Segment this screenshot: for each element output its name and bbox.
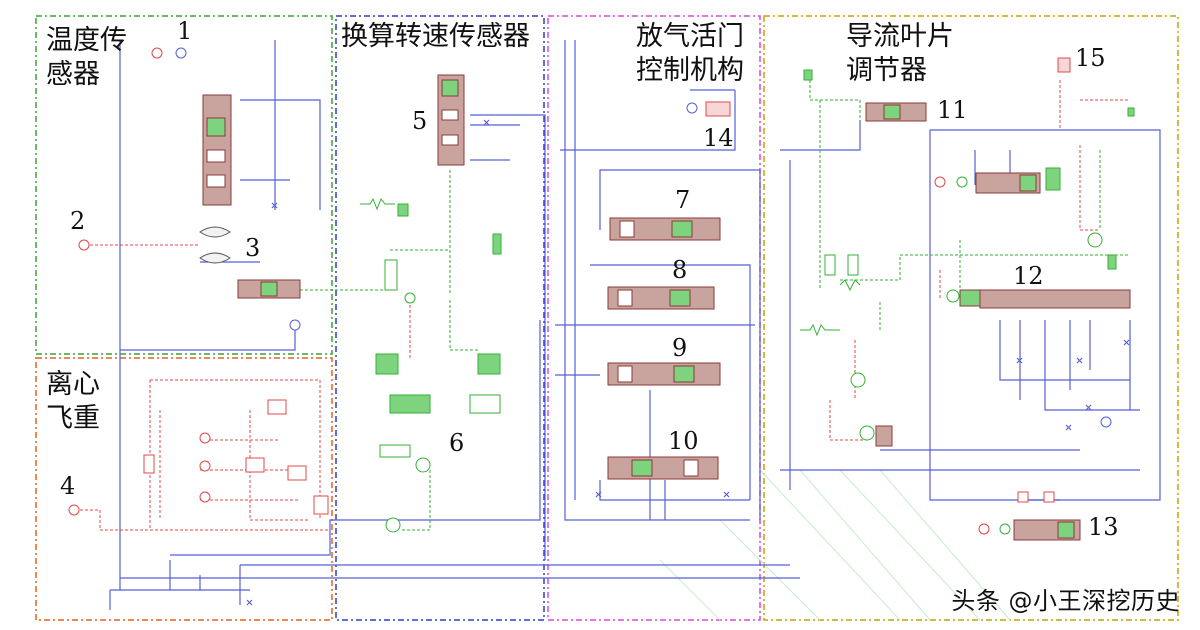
label-13: 13 [1088, 513, 1119, 541]
label-11: 11 [937, 96, 968, 124]
label-12: 12 [1013, 262, 1044, 290]
region-title-centrifugal: 离心 飞重 [46, 369, 100, 434]
watermark-lines [659, 469, 1011, 621]
region-title-bleed-valve: 放气活门 控制机构 [636, 21, 744, 86]
label-5: 5 [412, 107, 428, 135]
blue-signal-lines [109, 40, 1161, 610]
region-title-guide-vane: 导流叶片 调节器 [846, 21, 954, 86]
centrifugal-region [35, 357, 333, 621]
watermark-text: 头条 @小王深挖历史 [951, 587, 1180, 615]
green-signal-lines [300, 80, 1130, 531]
label-10: 10 [668, 427, 699, 455]
x-markers [246, 119, 1130, 606]
guide-vane-region [763, 15, 1179, 621]
region-title-speed-sensor: 换算转速传感器 [341, 21, 530, 52]
label-14: 14 [703, 124, 734, 152]
region-title-temp-sensor: 温度传 感器 [46, 25, 127, 90]
speed-sensor-region [335, 15, 545, 621]
red-signal-lines [80, 80, 1130, 531]
label-7: 7 [675, 186, 691, 214]
label-3: 3 [245, 234, 261, 262]
label-15: 15 [1075, 44, 1106, 72]
label-9: 9 [672, 334, 688, 362]
label-1: 1 [177, 17, 193, 45]
label-8: 8 [672, 256, 688, 284]
components [68, 47, 1135, 541]
label-2: 2 [70, 207, 86, 235]
temp-sensor-region [35, 15, 333, 355]
label-6: 6 [449, 429, 465, 457]
label-4: 4 [60, 472, 76, 500]
